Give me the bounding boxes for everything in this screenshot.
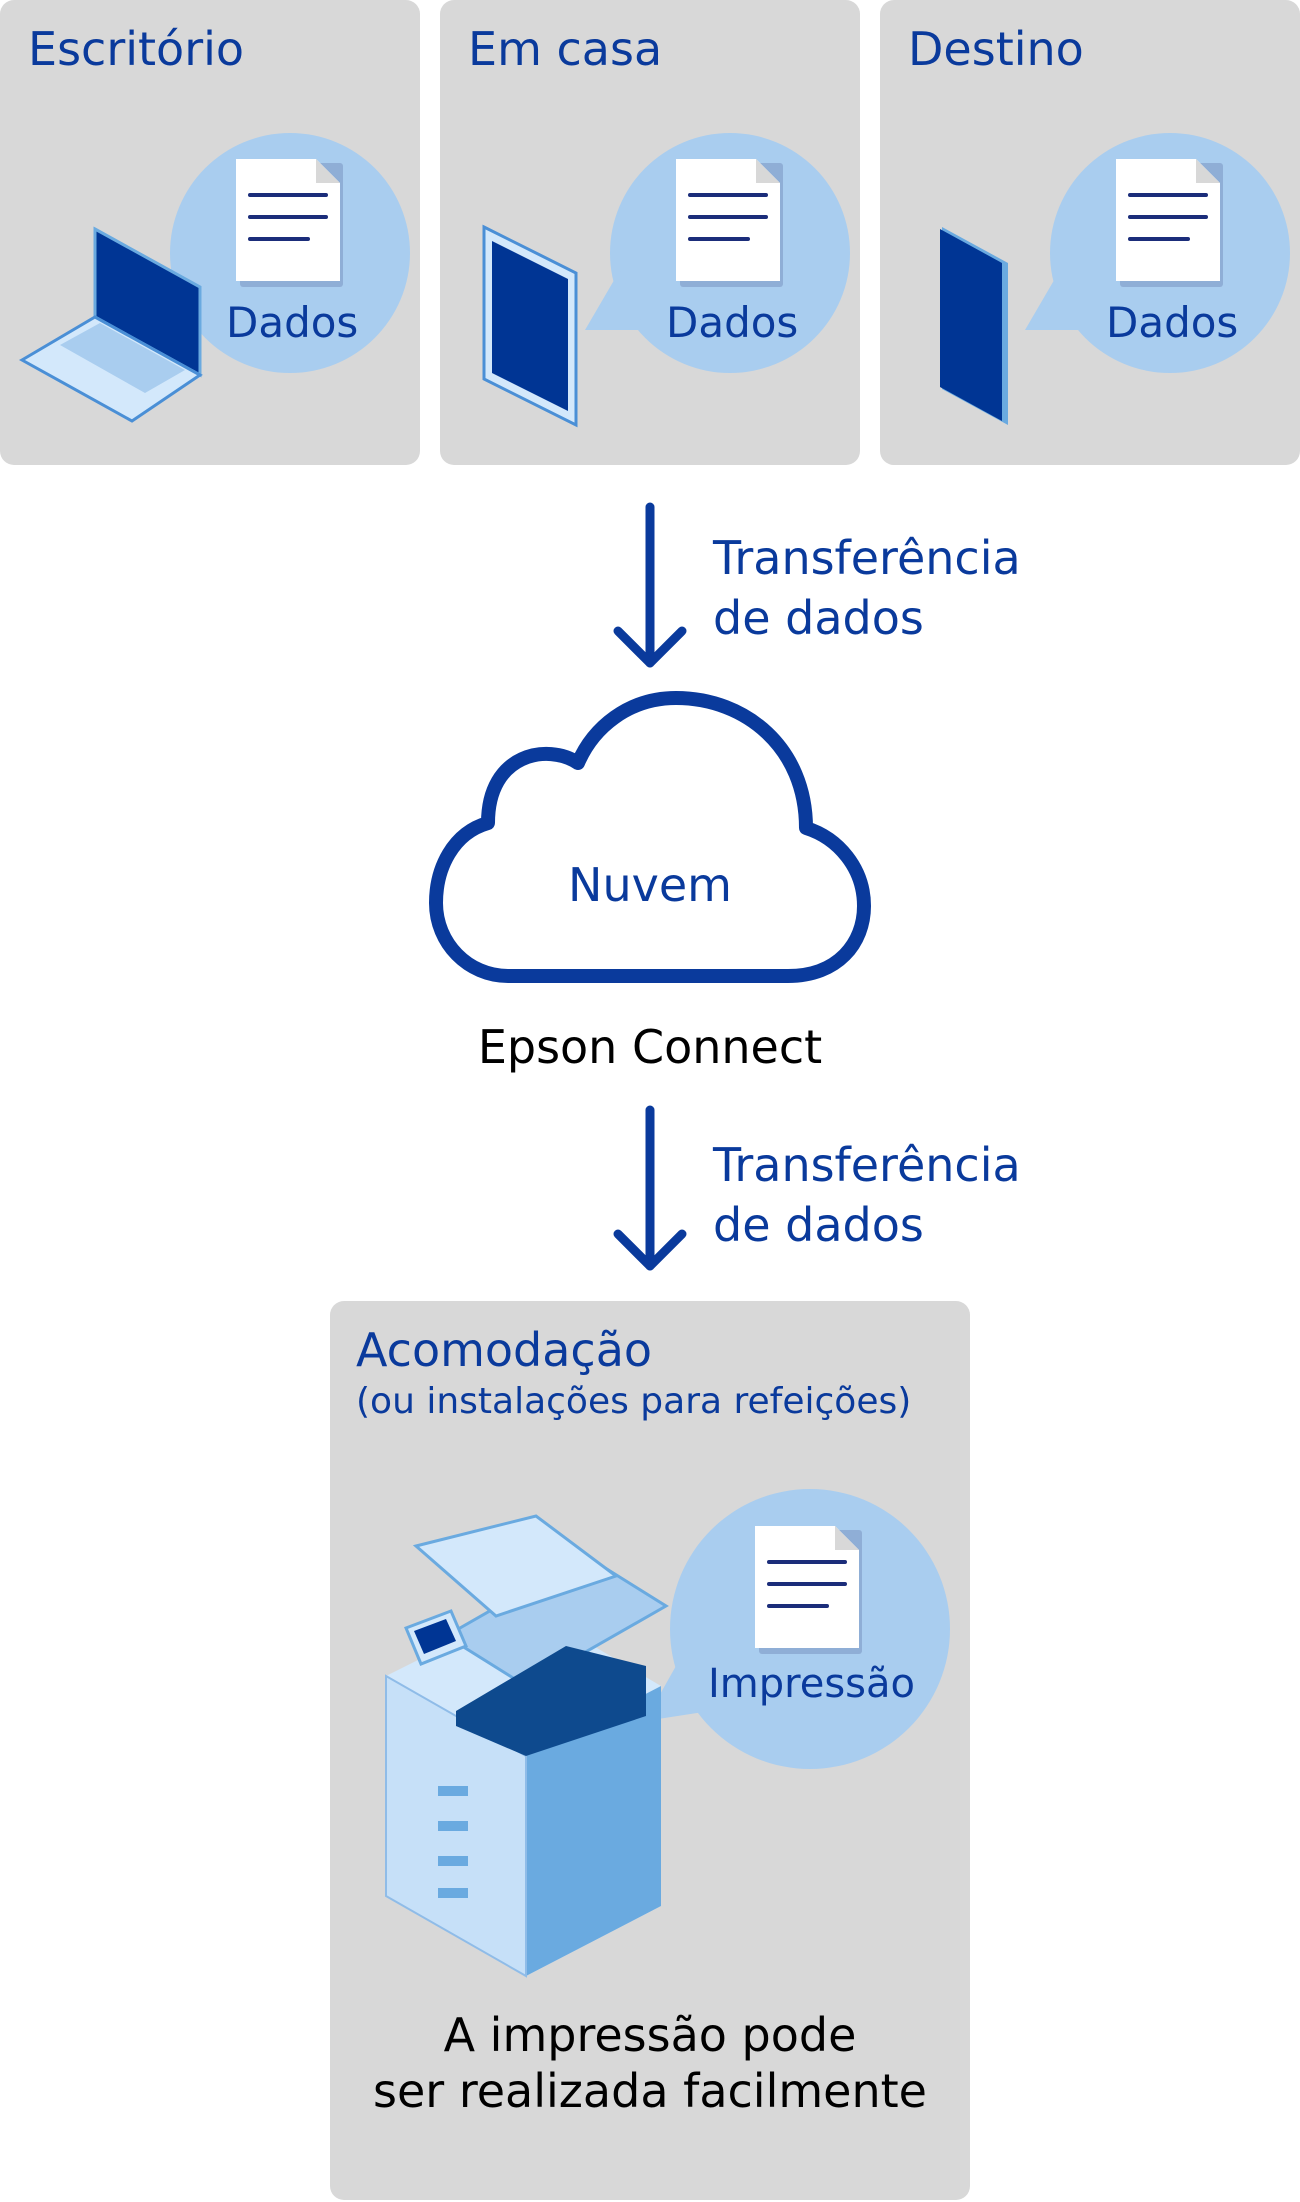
panel-title: Escritório [28,22,245,76]
caption-line2: ser realizada facilmente [373,2064,927,2118]
speech-tail [585,270,645,330]
bubble-label: Dados [1106,298,1239,347]
speech-tail [645,1641,710,1721]
cloud-label: Nuvem [568,858,732,912]
laptop-icon [18,226,203,423]
transfer-label-line1: Transferência [713,1138,1021,1192]
transfer-label-line2: de dados [713,591,924,645]
destination-panel-accommodation: Acomodação (ou instalações para refeiçõe… [330,1301,970,2200]
document-icon [236,159,343,287]
source-panel-destination: Destino Dados [880,0,1300,465]
down-arrow-icon [613,502,687,668]
document-icon [755,1526,862,1654]
cloud-icon [429,691,871,983]
bubble-label: Dados [666,298,799,347]
document-icon [1116,159,1223,287]
source-panel-home: Em casa Dados [440,0,860,465]
tablet-icon [482,224,578,428]
transfer-label-line2: de dados [713,1198,924,1252]
printer-icon [385,1514,669,1978]
down-arrow-icon [613,1105,687,1271]
transfer-label: Transferência de dados [713,1135,1021,1255]
smartphone-icon [940,227,1008,425]
service-name: Epson Connect [477,1020,823,1074]
caption-line1: A impressão pode [443,2008,857,2062]
transfer-label-line1: Transferência [713,531,1021,585]
transfer-label: Transferência de dados [713,528,1021,648]
bubble-label: Impressão [708,1661,915,1707]
bubble-label: Dados [226,298,359,347]
caption: A impressão pode ser realizada facilment… [330,2007,970,2119]
panel-title: Destino [908,22,1084,76]
destination-title: Acomodação [356,1323,653,1377]
panel-title: Em casa [468,22,663,76]
destination-subtitle: (ou instalações para refeições) [356,1381,912,1422]
source-panel-office: Escritório Dados [0,0,420,465]
document-icon [676,159,783,287]
speech-tail [1025,270,1085,330]
